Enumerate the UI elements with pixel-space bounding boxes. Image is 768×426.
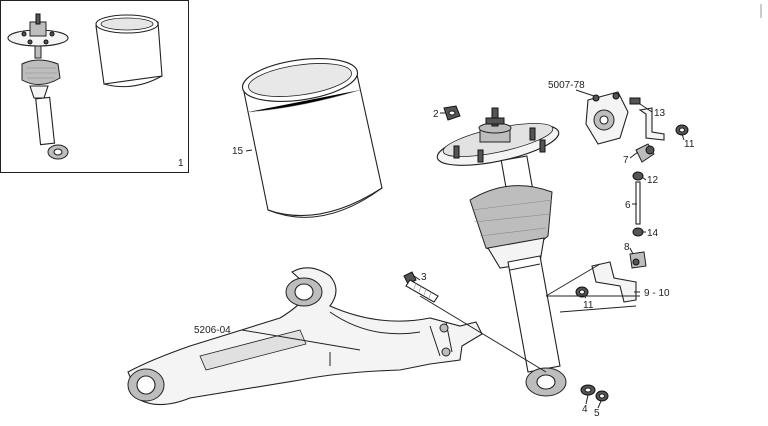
callout-9-10: 9 - 10 xyxy=(644,288,670,299)
washer-nut-4-5 xyxy=(580,384,609,402)
callout-14: 14 xyxy=(647,228,659,239)
callout-3: 3 xyxy=(421,272,427,283)
leader-lines xyxy=(241,89,685,409)
air-spring-bellow xyxy=(241,58,383,218)
callout-labels: 15 5007-78 2 13 11 7 12 6 14 8 3 11 9 - … xyxy=(194,80,695,419)
inset-panel: 1 xyxy=(0,0,189,173)
inset-strut-assembly xyxy=(7,13,69,160)
callout-7: 7 xyxy=(623,155,629,166)
callout-15: 15 xyxy=(232,146,244,157)
bolt-3 xyxy=(403,271,439,303)
callout-4: 4 xyxy=(582,404,588,415)
callout-12: 12 xyxy=(647,175,659,186)
callout-5206-04: 5206-04 xyxy=(194,325,231,336)
nut-2 xyxy=(443,105,461,121)
shock-absorber-strut xyxy=(436,107,567,397)
trailing-arm xyxy=(127,267,483,406)
inset-air-spring xyxy=(95,14,163,88)
callout-6: 6 xyxy=(625,200,631,211)
sensor-bracket xyxy=(575,261,637,303)
callout-13: 13 xyxy=(654,108,666,119)
height-sensor-assembly xyxy=(585,91,689,269)
callout-8: 8 xyxy=(624,242,630,253)
callout-11-bottom: 11 xyxy=(583,300,594,311)
callout-5: 5 xyxy=(594,408,600,419)
inset-label: 1 xyxy=(178,158,184,169)
callout-11-top: 11 xyxy=(684,139,695,150)
callout-2: 2 xyxy=(433,109,439,120)
callout-5007-78: 5007-78 xyxy=(548,80,585,91)
edge-marker xyxy=(760,4,762,18)
